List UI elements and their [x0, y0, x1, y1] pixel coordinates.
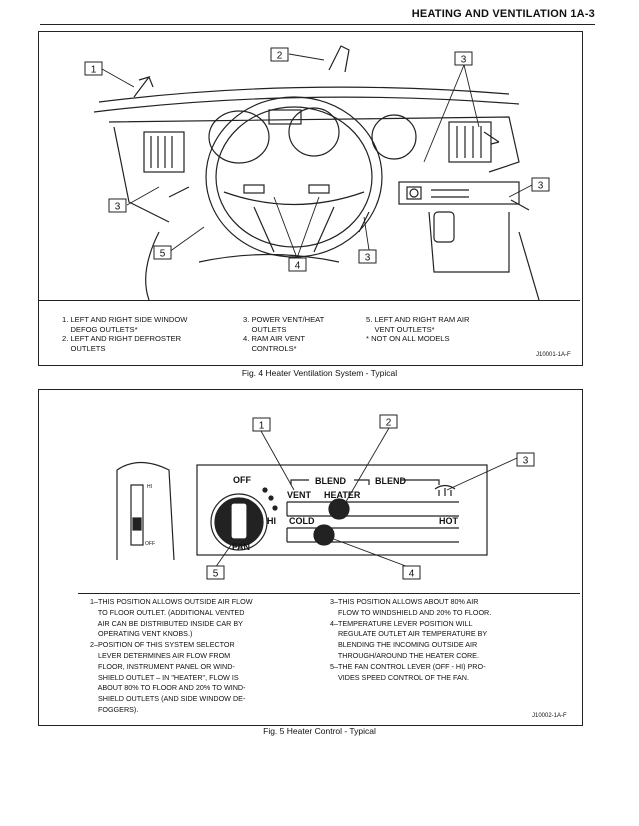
- fig4-dashboard-illustration: 1 2 3 3 3 3 4 5: [84, 45, 550, 300]
- legend-line: 3–THIS POSITION ALLOWS ABOUT 80% AIR: [330, 597, 479, 606]
- fig5-callout-3: 3: [523, 456, 529, 467]
- fig5-caption: Fig. 5 Heater Control - Typical: [263, 726, 376, 736]
- fig5-callout-4: 4: [409, 569, 415, 580]
- legend-line: OUTLETS: [243, 324, 287, 334]
- legend-line: 2. LEFT AND RIGHT DEFROSTER: [62, 334, 182, 343]
- legend-line: SHIELD OUTLETS (AND SIDE WINDOW DE-: [90, 694, 246, 704]
- fig4-callout-3b: 3: [115, 202, 121, 213]
- fig5-callout-5: 5: [213, 569, 219, 580]
- legend-line: FOGGERS).: [90, 704, 139, 714]
- fig4-callout-4: 4: [295, 261, 301, 272]
- legend-line: OPERATING VENT KNOBS.): [90, 629, 193, 639]
- fig4-legend-rule: [39, 300, 580, 301]
- legend-line: FLOOR, INSTRUMENT PANEL OR WIND-: [90, 661, 235, 671]
- fig4-callout-3c: 3: [538, 181, 544, 192]
- fig4-callout-5: 5: [160, 249, 166, 260]
- label-heater: HEATER: [324, 490, 361, 500]
- label-blend-2: BLEND: [375, 476, 406, 486]
- legend-line: AIR CAN BE DISTRIBUTED INSIDE CAR BY: [90, 618, 243, 628]
- legend-line: DEFOG OUTLETS*: [62, 324, 138, 334]
- label-small-off: OFF: [145, 541, 155, 547]
- label-fan: FAN: [232, 542, 250, 552]
- fig5-frame: [38, 389, 583, 726]
- fig5-legend-left: 1–THIS POSITION ALLOWS OUTSIDE AIR FLOW …: [90, 597, 253, 716]
- fig4-caption: Fig. 4 Heater Ventilation System - Typic…: [241, 368, 398, 378]
- legend-line: BLENDING THE INCOMING OUTSIDE AIR: [330, 640, 478, 650]
- page-header: HEATING AND VENTILATION 1A-3: [411, 8, 595, 20]
- legend-line: CONTROLS*: [243, 343, 297, 353]
- fig5-callout-1: 1: [259, 421, 265, 432]
- label-blend-1: BLEND: [315, 476, 346, 486]
- legend-line: 1–THIS POSITION ALLOWS OUTSIDE AIR FLOW: [90, 597, 253, 606]
- label-cold: COLD: [289, 516, 315, 526]
- legend-line: 4. RAM AIR VENT: [243, 334, 306, 343]
- label-hot: HOT: [439, 516, 459, 526]
- legend-line: * NOT ON ALL MODELS: [366, 334, 450, 343]
- fig4-legend-col1: 1. LEFT AND RIGHT SIDE WINDOW DEFOG OUTL…: [62, 315, 187, 353]
- legend-line: REGULATE OUTLET AIR TEMPERATURE BY: [330, 629, 488, 639]
- legend-line: THROUGH/AROUND THE HEATER CORE.: [330, 650, 479, 660]
- legend-line: ABOUT 80% TO FLOOR AND 20% TO WIND-: [90, 683, 246, 693]
- fig4-callout-2: 2: [277, 51, 283, 62]
- legend-line: 5. LEFT AND RIGHT RAM AIR: [366, 315, 470, 324]
- fig4-callout-1: 1: [91, 65, 97, 76]
- fig5-callout-2: 2: [386, 418, 392, 429]
- legend-line: 4–TEMPERATURE LEVER POSITION WILL: [330, 618, 473, 628]
- legend-line: LEVER DETERMINES AIR FLOW FROM: [90, 650, 231, 660]
- fig4-frame: [38, 31, 583, 366]
- legend-line: SHIELD OUTLET – IN "HEATER", FLOW IS: [90, 672, 239, 682]
- label-vent: VENT: [287, 490, 312, 500]
- fig4-callout-3a: 3: [461, 55, 467, 66]
- legend-line: 3. POWER VENT/HEAT: [243, 315, 325, 324]
- legend-line: VIDES SPEED CONTROL OF THE FAN.: [330, 672, 469, 682]
- fig4-callout-3d: 3: [365, 253, 371, 264]
- legend-line: 1. LEFT AND RIGHT SIDE WINDOW: [62, 315, 188, 324]
- label-small-hi: HI: [147, 484, 152, 490]
- legend-line: FLOW TO WINDSHIELD AND 20% TO FLOOR.: [330, 607, 492, 617]
- label-off: OFF: [233, 475, 251, 485]
- fig4-code: J10001-1A-F: [536, 352, 571, 358]
- legend-line: VENT OUTLETS*: [366, 324, 435, 334]
- legend-line: TO FLOOR OUTLET. (ADDITIONAL VENTED: [90, 607, 245, 617]
- fig4-legend-col3: 5. LEFT AND RIGHT RAM AIR VENT OUTLETS* …: [366, 315, 470, 344]
- fig4-legend-col2: 3. POWER VENT/HEAT OUTLETS 4. RAM AIR VE…: [243, 315, 324, 353]
- legend-line: 2–POSITION OF THIS SYSTEM SELECTOR: [90, 640, 235, 650]
- header-rule: [40, 24, 595, 25]
- fig5-control-panel-illustration: 1 2 3 4 5 OFF HI FAN VENT BLEND BLEND HE…: [116, 414, 535, 580]
- legend-line: 5–THE FAN CONTROL LEVER (OFF - HI) PRO-: [330, 661, 486, 671]
- fig5-legend-right: 3–THIS POSITION ALLOWS ABOUT 80% AIR FLO…: [330, 597, 491, 683]
- legend-line: OUTLETS: [62, 343, 106, 353]
- fig5-code: J10002-1A-F: [532, 713, 567, 719]
- fig5-legend-rule: [78, 593, 580, 594]
- label-hi: HI: [267, 516, 276, 526]
